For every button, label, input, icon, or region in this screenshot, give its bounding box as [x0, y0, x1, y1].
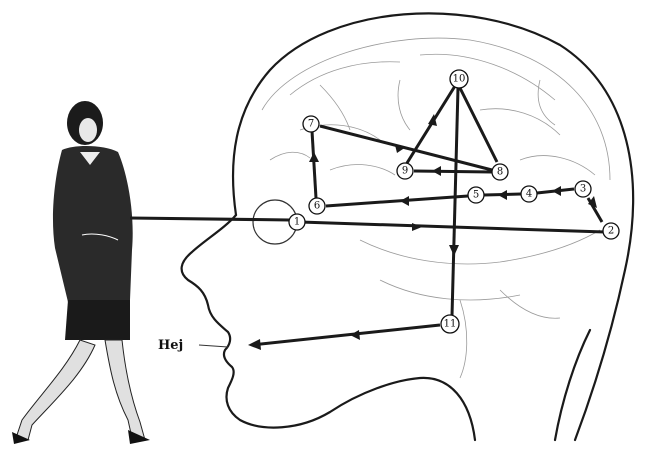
- edge-1-2: [300, 222, 605, 232]
- speech-text: Hej: [158, 338, 183, 353]
- node-5: 5: [468, 187, 484, 203]
- node-2: 2: [603, 223, 619, 239]
- edge-6-7-arrow: [309, 152, 319, 162]
- edge-4-5-arrow: [498, 190, 507, 200]
- svg-text:4: 4: [526, 189, 532, 200]
- woman-figure: [12, 101, 150, 444]
- edge-6-7: [312, 131, 316, 198]
- speech-tick: [199, 345, 228, 347]
- edge-3-4-arrow: [552, 186, 561, 196]
- edge-5-6-arrow: [400, 196, 409, 206]
- edge-5-6: [326, 196, 468, 206]
- svg-text:9: 9: [402, 166, 408, 177]
- edge-10-8: [460, 88, 497, 162]
- svg-text:7: 7: [308, 119, 314, 130]
- node-11: 11: [441, 315, 459, 333]
- edge-8-9: [414, 171, 492, 172]
- svg-text:1: 1: [294, 217, 300, 228]
- node-9: 9: [397, 163, 413, 179]
- edge-11-mouth-arrow-1: [350, 330, 360, 340]
- svg-text:11: 11: [444, 319, 457, 330]
- edge-8-9-arrow: [432, 166, 441, 176]
- edge-11-mouth: [252, 325, 440, 345]
- svg-text:2: 2: [608, 226, 614, 237]
- edge-10-11-arrow: [449, 245, 459, 256]
- svg-text:5: 5: [473, 190, 479, 201]
- svg-text:3: 3: [580, 184, 586, 195]
- gaze-line: [130, 218, 290, 220]
- node-6: 6: [309, 198, 325, 214]
- edge-10-11: [452, 88, 458, 316]
- node-3: 3: [575, 181, 591, 197]
- node-1: 1: [289, 214, 305, 230]
- edge-1-2-arrow: [412, 223, 422, 231]
- node-8: 8: [492, 164, 508, 180]
- svg-text:8: 8: [497, 167, 503, 178]
- node-10: 10: [450, 70, 468, 88]
- svg-text:10: 10: [453, 74, 466, 85]
- svg-text:6: 6: [314, 201, 320, 212]
- node-4: 4: [521, 186, 537, 202]
- node-7: 7: [303, 116, 319, 132]
- edge-11-mouth-arrow-2: [248, 339, 261, 350]
